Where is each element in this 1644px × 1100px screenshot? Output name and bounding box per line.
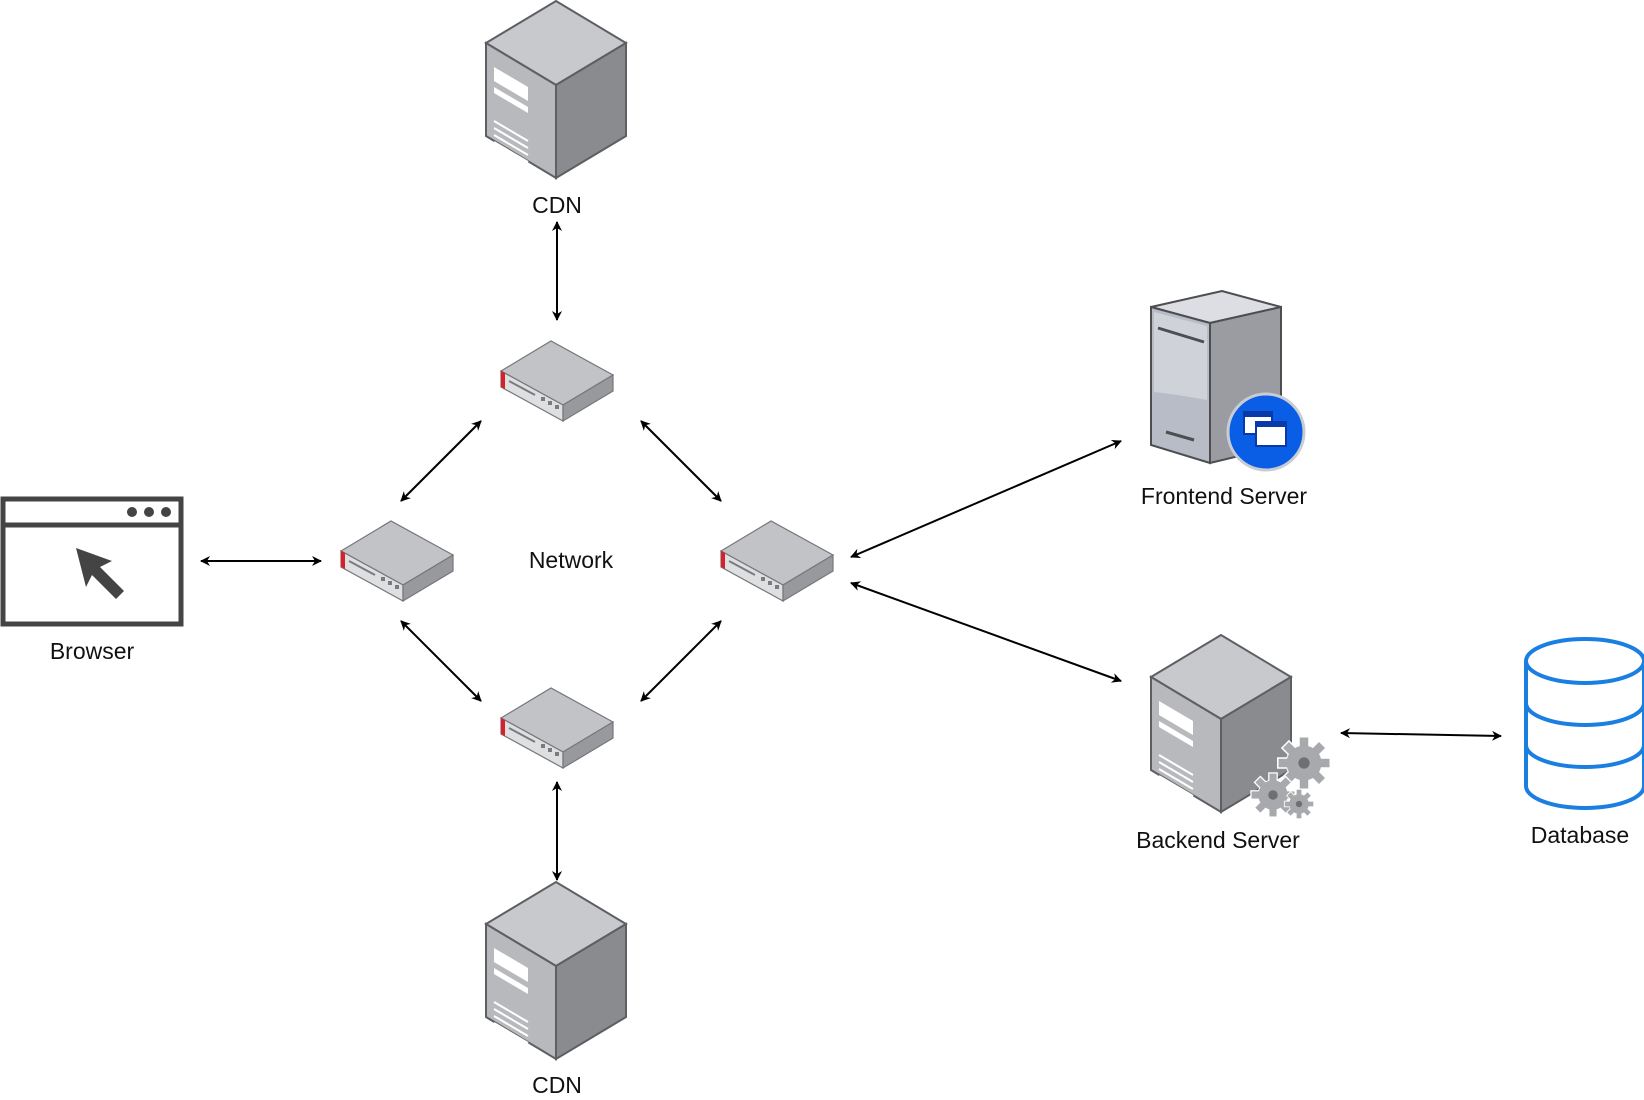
database-label: Database (1531, 822, 1629, 848)
arrow-router-right-frontend (850, 439, 1122, 559)
router-bottom-icon (500, 687, 614, 769)
cdn-top-icon (485, 0, 627, 179)
arrow-router-top-router-right (640, 420, 722, 502)
cdn-bottom-label: CDN (532, 1072, 582, 1098)
database-icon (1524, 637, 1644, 810)
arrow-router-right-backend (850, 581, 1122, 683)
router-right-icon (720, 520, 834, 602)
backend-server-icon (1150, 634, 1332, 820)
frontend-server-label: Frontend Server (1141, 483, 1308, 509)
arrow-backend-database (1340, 728, 1502, 741)
arrow-router-left-router-bottom (400, 620, 482, 702)
router-top-icon (500, 340, 614, 422)
arrow-router-left-router-top (400, 420, 482, 502)
cdn-bottom-icon (485, 881, 627, 1060)
frontend-server-icon (1150, 289, 1306, 472)
router-left-icon (340, 520, 454, 602)
network-label: Network (529, 547, 614, 573)
arrow-router-bottom-router-right (640, 620, 722, 702)
backend-server-label: Backend Server (1136, 827, 1300, 853)
cdn-top-label: CDN (532, 192, 582, 218)
browser-label: Browser (50, 638, 135, 664)
browser-window-icon (0, 496, 184, 627)
